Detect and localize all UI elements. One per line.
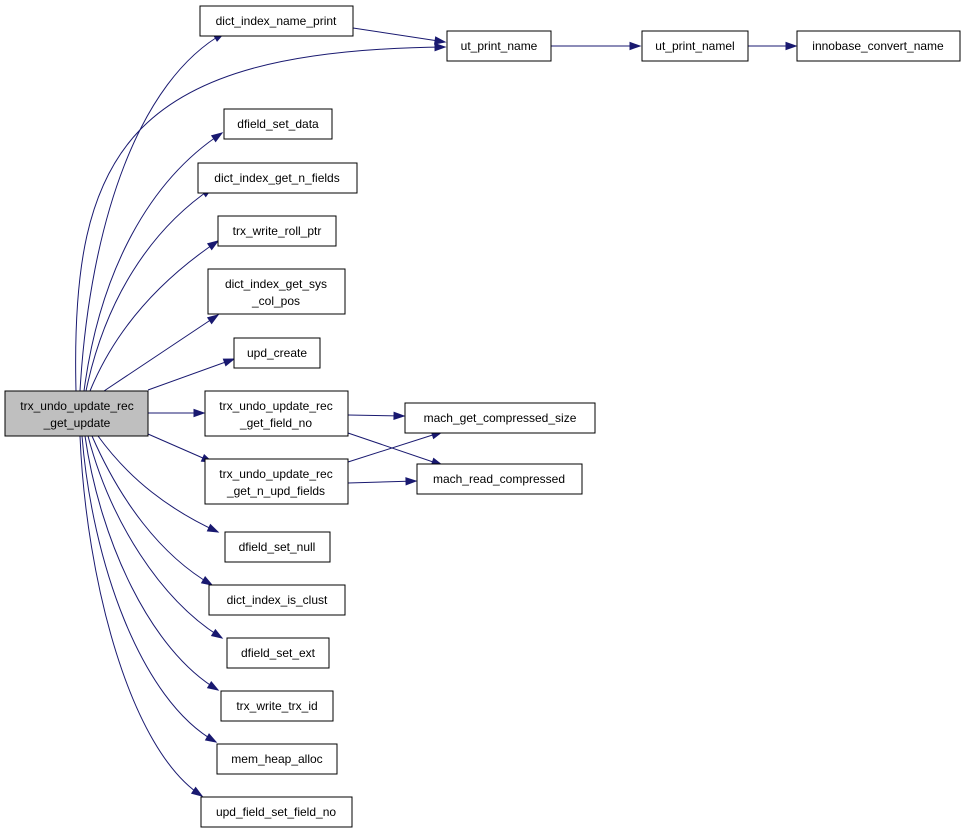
node-label-line-1: trx_undo_update_rec [219,467,332,481]
node-root-line-1: trx_undo_update_rec [20,399,133,413]
edge-n10-n13 [347,432,443,466]
node-ut-print-namel[interactable]: ut_print_namel [641,30,749,62]
node-label: mem_heap_alloc [231,752,322,766]
node-mach-read-compressed[interactable]: mach_read_compressed [416,463,583,495]
edge-root-n17 [84,435,219,691]
node-trx-write-trx-id[interactable]: trx_write_trx_id [220,690,334,722]
arrowhead-icon [629,41,642,51]
nodes-layer: trx_undo_update_rec _get_update dict_ind… [4,5,961,828]
node-label-line-2: _get_n_upd_fields [226,484,325,498]
edge-n12-n13 [347,480,417,484]
arrowhead-icon [434,42,447,52]
node-dfield-set-data[interactable]: dfield_set_data [223,108,333,140]
node-root-line-2: _get_update [43,416,111,430]
edge-root-n14 [97,435,219,533]
node-trx-undo-update-rec-get-n-upd-fields[interactable]: trx_undo_update_rec _get_n_upd_fields [204,458,349,505]
arrowhead-icon [785,41,798,51]
node-label: dfield_set_data [237,117,319,131]
node-label-line-2: _col_pos [251,294,300,308]
arrowhead-icon [206,523,220,533]
node-dict-index-get-sys-col-pos[interactable]: dict_index_get_sys _col_pos [207,268,346,315]
edge-root-n15 [91,435,213,586]
edge-root-n16 [87,435,223,639]
edge-n1-n2 [352,27,446,43]
arrowhead-icon [222,358,236,367]
node-label-line-1: dict_index_get_sys [225,277,327,291]
node-mach-get-compressed-size[interactable]: mach_get_compressed_size [404,402,596,434]
arrowhead-icon [210,628,224,639]
node-trx-write-roll-ptr[interactable]: trx_write_roll_ptr [217,215,337,247]
node-dict-index-is-clust[interactable]: dict_index_is_clust [208,584,346,616]
node-label-line-2: _get_field_no [239,416,312,430]
edge-root-n7 [89,240,219,392]
node-dict-index-name-print[interactable]: dict_index_name_print [199,5,354,37]
arrowhead-icon [204,733,218,743]
node-label: dfield_set_null [239,540,316,554]
edge-root-n8 [103,314,219,392]
node-label-line-1: trx_undo_update_rec [219,399,332,413]
node-label: dfield_set_ext [241,646,316,660]
edge-root-n2 [75,46,446,392]
node-label: upd_field_set_field_no [216,805,336,819]
arrowhead-icon [206,680,220,691]
edge-root-n1 [79,32,225,392]
edge-root-n6 [85,187,213,392]
node-dict-index-get-n-fields[interactable]: dict_index_get_n_fields [197,162,358,194]
node-label: trx_write_roll_ptr [233,224,322,238]
arrowhead-icon [200,576,214,586]
arrowhead-icon [433,36,447,45]
node-ut-print-name[interactable]: ut_print_name [446,30,552,62]
arrowhead-icon [206,314,220,325]
node-label: trx_write_trx_id [236,699,317,713]
node-label: mach_get_compressed_size [424,411,577,425]
node-label: ut_print_namel [655,39,734,53]
arrowhead-icon [393,411,406,421]
node-label: dict_index_name_print [216,14,337,28]
node-mem-heap-alloc[interactable]: mem_heap_alloc [216,743,338,775]
node-label: dict_index_is_clust [227,593,328,607]
node-label: ut_print_name [461,39,538,53]
node-label: mach_read_compressed [433,472,565,486]
node-upd-field-set-field-no[interactable]: upd_field_set_field_no [200,796,353,828]
node-label: upd_create [247,346,307,360]
edges-layer [75,27,796,797]
arrowhead-icon [210,132,224,143]
arrowhead-icon [206,240,220,251]
node-dfield-set-null[interactable]: dfield_set_null [224,531,331,563]
node-label: dict_index_get_n_fields [214,171,339,185]
arrowhead-icon [190,786,204,797]
node-upd-create[interactable]: upd_create [233,337,321,369]
node-label: innobase_convert_name [812,39,944,53]
node-trx-undo-update-rec-get-field-no[interactable]: trx_undo_update_rec _get_field_no [204,390,349,437]
edge-n12-n11 [347,431,443,463]
arrowhead-icon [193,408,206,418]
arrowhead-icon [405,477,418,486]
edge-root-n5 [83,132,223,392]
edge-root-n9 [147,358,235,391]
node-dfield-set-ext[interactable]: dfield_set_ext [226,637,330,669]
edge-root-n12 [147,433,213,463]
node-root[interactable]: trx_undo_update_rec _get_update [4,390,149,437]
node-innobase-convert-name[interactable]: innobase_convert_name [796,30,961,62]
edge-root-n18 [81,435,217,743]
edge-root-n19 [79,435,203,797]
